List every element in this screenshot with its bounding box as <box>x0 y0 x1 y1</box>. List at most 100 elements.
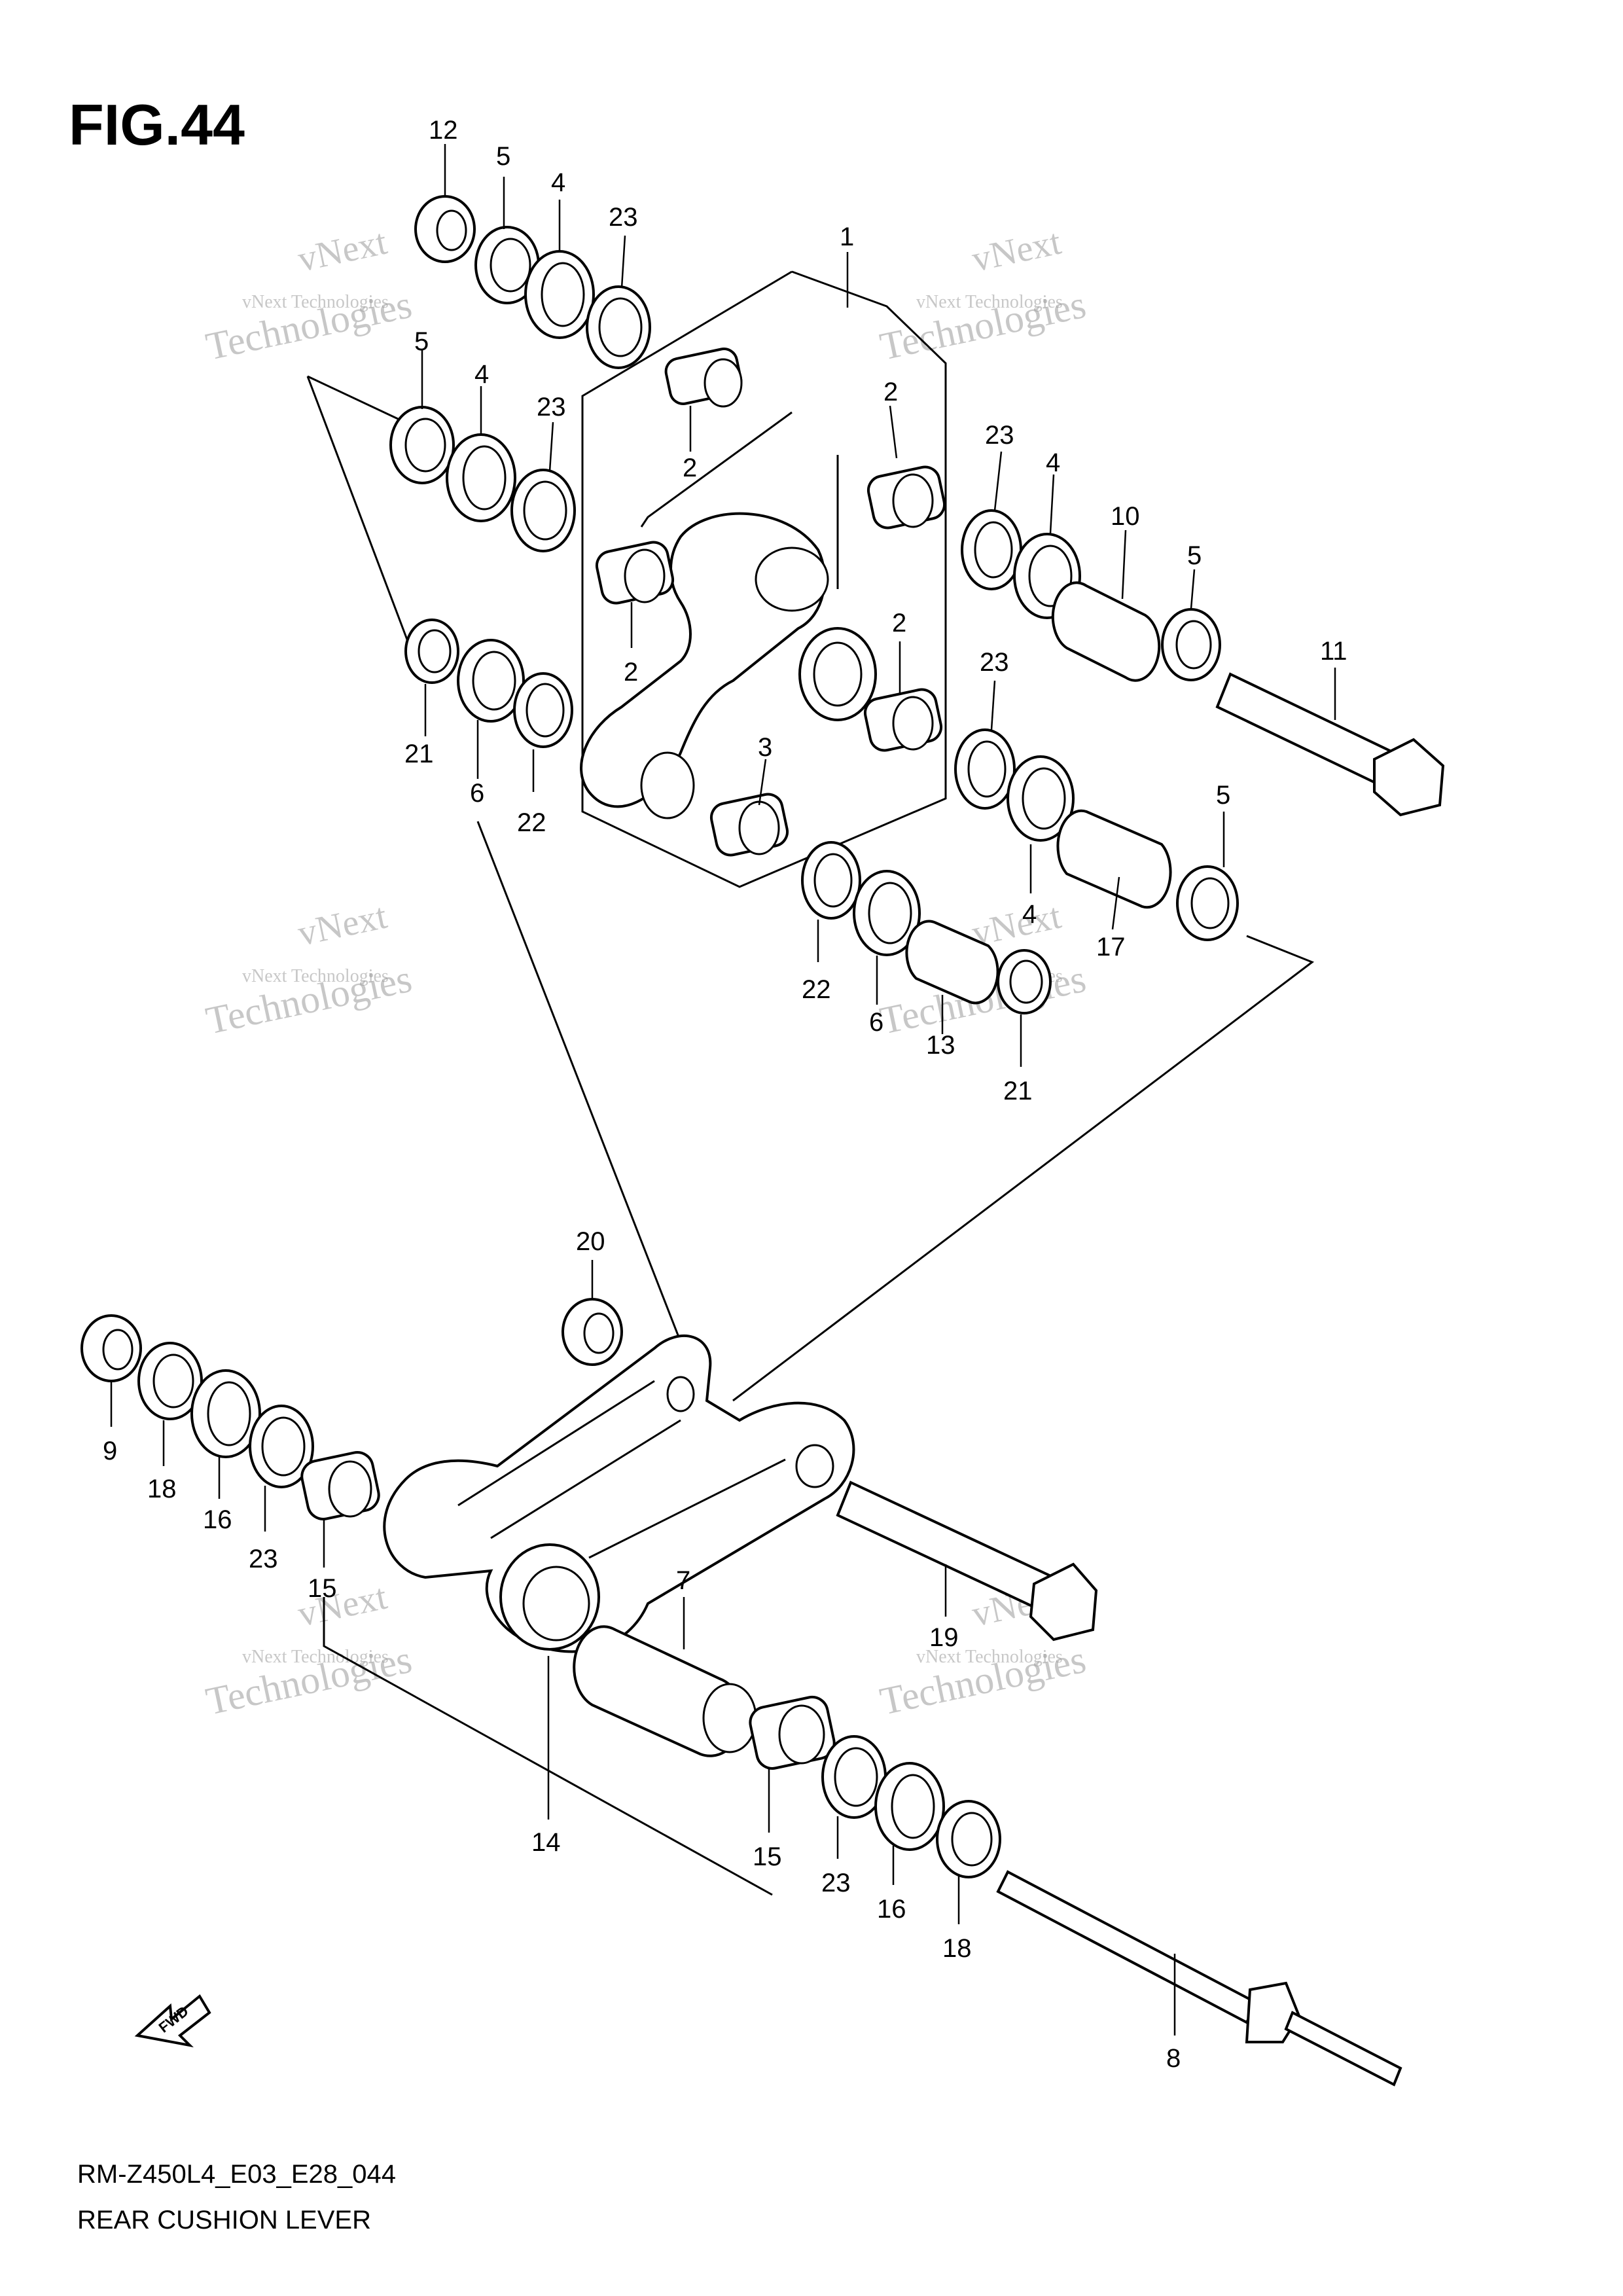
seal-16a-inner <box>207 1381 251 1446</box>
right-lever-stack <box>749 1695 1001 1878</box>
callout-5: 5 <box>496 142 510 171</box>
center-link-to-lever-line <box>476 821 705 1401</box>
washer-22b-inner <box>813 853 853 908</box>
callout-5: 5 <box>1187 541 1202 570</box>
watermark-top-center: vNext Technologies vNext Technologies <box>876 222 1090 368</box>
bearing-2-left-part <box>595 541 675 605</box>
washer-23b-inner <box>523 480 567 541</box>
callout-21: 21 <box>404 740 434 768</box>
seal-21b-inner <box>1009 960 1043 1004</box>
washer-23a-inner <box>598 297 643 357</box>
callout-5: 5 <box>1216 781 1230 810</box>
svg-text:vNext: vNext <box>294 222 391 280</box>
callout-19: 19 <box>929 1623 959 1652</box>
collar-5b-inner <box>404 418 446 473</box>
svg-text:vNext Technologies: vNext Technologies <box>242 966 389 986</box>
seal-4b-inner <box>462 445 507 511</box>
cushion-rod-top-eye <box>755 547 829 612</box>
right-upper-stack <box>961 509 1445 817</box>
bearing-3-part <box>709 793 789 857</box>
diagram-name: REAR CUSHION LEVER <box>77 2206 371 2234</box>
nut-12-hole <box>436 209 467 251</box>
collar-13-part <box>905 920 999 1005</box>
washer-23f-inner <box>834 1747 878 1807</box>
svg-text:vNext Technologies: vNext Technologies <box>916 1647 1063 1667</box>
collar-5c-inner <box>1175 620 1212 670</box>
bearing-2-top-part <box>664 348 743 408</box>
cushion-rod-right-eye-inner <box>813 641 863 707</box>
seal-6b-inner <box>868 882 912 944</box>
callout-4: 4 <box>1022 900 1037 929</box>
callout-21: 21 <box>1003 1077 1033 1105</box>
seal-21a-inner <box>418 629 452 673</box>
callout-17: 17 <box>1096 933 1126 961</box>
washer-23c-inner <box>974 521 1013 579</box>
seal-4d-inner <box>1022 767 1066 830</box>
left-bushing-stack <box>389 406 576 552</box>
callout-labels: 12 5 4 23 1 5 4 23 2 2 2 2 3 23 4 10 5 1… <box>103 116 1347 2073</box>
nut-9-hole <box>102 1329 134 1371</box>
callout-13: 13 <box>926 1031 955 1060</box>
callout-22: 22 <box>517 808 546 837</box>
leader-lines <box>110 144 1336 2036</box>
callout-6: 6 <box>869 1008 883 1037</box>
washer-23d-inner <box>967 740 1007 798</box>
upper-left-bushing-stack <box>414 195 651 369</box>
cushion-rod-bottom-eye <box>640 751 695 819</box>
callout-2: 2 <box>883 378 898 406</box>
callout-23: 23 <box>537 393 566 422</box>
cushion-lever-main-eye-inner <box>522 1566 590 1641</box>
callout-11: 11 <box>1320 637 1347 666</box>
washer-23e-inner <box>261 1416 306 1477</box>
callout-4: 4 <box>551 168 565 197</box>
svg-text:vNext: vNext <box>294 896 391 954</box>
callout-23: 23 <box>985 421 1014 450</box>
callout-16: 16 <box>877 1895 906 1924</box>
callout-3: 3 <box>758 733 772 762</box>
washer-22a-inner <box>526 683 565 738</box>
bearing-15a-part <box>300 1451 380 1520</box>
left-lever-stack <box>80 1314 380 1520</box>
svg-text:vNext Technologies: vNext Technologies <box>916 292 1063 312</box>
collar-5d-inner <box>1190 877 1230 929</box>
callout-14: 14 <box>531 1828 561 1857</box>
nut-20-part <box>562 1298 623 1366</box>
callout-15: 15 <box>753 1842 782 1871</box>
svg-text:vNext Technologies: vNext Technologies <box>242 292 389 312</box>
bolt-19-part <box>836 1480 1098 1641</box>
cushion-lever-rib <box>457 1380 786 1559</box>
inner-pin-group-1 <box>640 411 793 528</box>
needle-bearings <box>595 348 946 857</box>
callout-1: 1 <box>840 223 854 251</box>
callout-2: 2 <box>892 609 906 637</box>
diagram-code: RM-Z450L4_E03_E28_044 <box>77 2160 397 2189</box>
bolt-8-part <box>996 1870 1402 2087</box>
callout-10: 10 <box>1111 502 1140 531</box>
seal-6a-inner <box>472 651 516 711</box>
center-lower-stack <box>801 841 1052 1014</box>
right-link-to-lever-line <box>732 935 1315 1402</box>
callout-18: 18 <box>942 1934 972 1963</box>
lower-lever-group-bracket <box>323 1597 773 1896</box>
collar-18b-inner <box>951 1812 993 1867</box>
left-lower-seal-stack <box>404 619 573 748</box>
cushion-lever-body <box>383 1334 855 1653</box>
cushion-lever-upper-eye <box>666 1376 695 1412</box>
callout-2: 2 <box>683 454 697 482</box>
assembly-frames <box>306 270 1315 1896</box>
callout-4: 4 <box>1046 448 1060 477</box>
callout-5: 5 <box>414 327 429 356</box>
bolt-11-part <box>1215 672 1445 817</box>
callout-20: 20 <box>576 1227 605 1256</box>
callout-8: 8 <box>1166 2044 1181 2073</box>
callout-12: 12 <box>429 116 458 145</box>
svg-text:vNext: vNext <box>969 222 1065 280</box>
callout-4: 4 <box>474 360 489 389</box>
collar-7-part <box>573 1625 757 1757</box>
callout-23: 23 <box>980 648 1009 677</box>
bearing-2-lower-right-part <box>863 688 943 752</box>
callout-9: 9 <box>103 1437 117 1465</box>
callout-7: 7 <box>676 1566 690 1595</box>
cushion-lever-part <box>383 1334 855 1653</box>
